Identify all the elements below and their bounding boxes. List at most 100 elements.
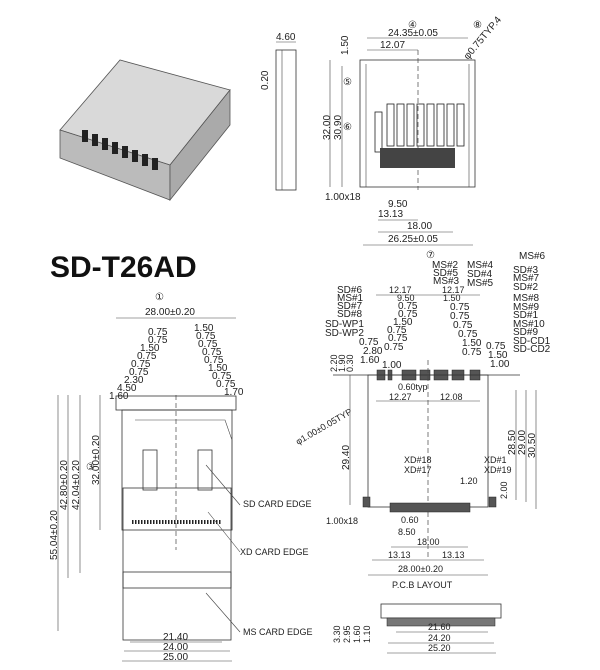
- top-1800-dim: 18.00: [407, 221, 432, 232]
- pin-label: MS#7: [513, 273, 540, 284]
- dim-29-00: 29.00: [517, 430, 528, 455]
- callout-6: ⑥: [343, 122, 352, 133]
- pin-dim: 0.75: [450, 311, 470, 322]
- dim-1-10: 1.10: [362, 625, 372, 643]
- pin-dim: 0.75: [216, 379, 236, 390]
- dim-13-13-right: 13.13: [442, 550, 465, 560]
- pcb-inner-dims-left: 0.75 0.75 1.50 0.75 0.75 0.75 0.75 2.80 …: [359, 301, 418, 371]
- dim-0-60typ: 0.60typ: [398, 382, 428, 392]
- dim-42-04: 42.04±0.20: [71, 460, 82, 510]
- pin-dim: 1.50: [140, 343, 160, 354]
- pin-label: SD#9: [513, 327, 538, 338]
- pin-dim: 2.30: [124, 375, 144, 386]
- dim-24-20: 24.20: [428, 633, 451, 643]
- pin-dim: 0.75: [458, 329, 478, 340]
- pin-label: MS#8: [513, 293, 540, 304]
- pin-dim: 1.50: [462, 338, 482, 349]
- hole-dim: φ1.00±0.05TYP: [294, 406, 354, 446]
- pin-label: SD#7: [337, 301, 362, 312]
- callout-7: ⑦: [426, 250, 435, 261]
- dim-right-12-17: 12.17: [442, 285, 465, 295]
- pin-label: SD#3: [513, 265, 538, 276]
- dim-1-90: 1.90: [337, 354, 347, 372]
- dim-13-13-left: 13.13: [388, 550, 411, 560]
- top-inner-dim: 30.90: [333, 115, 344, 140]
- pin-dim: 1.50: [208, 363, 228, 374]
- pin-dim: 1.00: [382, 360, 402, 371]
- dim-8-50: 8.50: [398, 527, 416, 537]
- pin-dim: 0.75: [202, 347, 222, 358]
- dim-3-30: 3.30: [332, 625, 342, 643]
- top-1313-dim: 13.13: [378, 209, 403, 220]
- front-pin-dims-right: 1.50 0.75 0.75 0.75 0.75 1.50 0.75 0.75 …: [194, 323, 244, 398]
- product-title: SD-T26AD: [50, 251, 197, 284]
- pin-label: MS#3: [433, 276, 460, 287]
- pcb-right-pin-labels: MS#6 SD#3 MS#7 SD#2 MS#8 MS#9 SD#1 MS#10…: [513, 251, 551, 355]
- dim-24: 24.00: [163, 642, 188, 653]
- dim-21-60: 21.60: [428, 622, 451, 632]
- xd-pads: [389, 502, 471, 513]
- dim-18-00: 18.00: [417, 537, 440, 547]
- front-pin-dims-left: 0.75 0.75 1.50 0.75 0.75 0.75 2.30 4.50 …: [109, 327, 168, 402]
- dim-55: 55.04±0.20: [49, 510, 60, 560]
- pin-dim: 0.75: [196, 331, 216, 342]
- callout-8: ⑧: [473, 20, 482, 31]
- dim-25: 25.00: [163, 652, 188, 663]
- front-width-dim: 28.00±0.20: [145, 307, 195, 318]
- pcb-layout-caption: P.C.B LAYOUT: [392, 580, 453, 590]
- pin-label: MS#1: [337, 293, 364, 304]
- callout-4: ④: [408, 20, 417, 31]
- top-view: ④ 24.35±0.05 12.07 ⑧ φ0.75TYP.4 1.50 ⑤ ⑥…: [322, 14, 504, 246]
- pcb-inner-dims-right: 0.75 0.75 0.75 0.75 1.50 0.75 0.75 1.50 …: [450, 302, 510, 370]
- pin-label: MS#9: [513, 302, 540, 313]
- pin-dim: 0.75: [384, 342, 404, 353]
- product-3d-image: [59, 59, 231, 202]
- pin-dim: 1.60: [109, 391, 129, 402]
- xd1-label: XD#1: [484, 455, 507, 465]
- callout-1: ①: [155, 292, 164, 303]
- ms-card-edge-label: MS CARD EDGE: [243, 627, 313, 637]
- pin-label: SD-WP1: [325, 319, 364, 330]
- dim-12-27: 12.27: [389, 392, 412, 402]
- pin-label: SD#4: [467, 269, 492, 280]
- pin-dim: 0.75: [486, 341, 506, 352]
- xd19-label: XD#19: [484, 465, 512, 475]
- top-offset-dim: 1.50: [340, 35, 351, 55]
- pin-dim: 0.75: [398, 309, 418, 320]
- pin-label: SD-CD1: [513, 336, 551, 347]
- side-view: 4.60 0.20: [260, 32, 297, 191]
- pin-dim: 0.75: [462, 347, 482, 358]
- pin-label: SD#8: [337, 309, 362, 320]
- callout-5: ⑤: [343, 77, 352, 88]
- top-width-dim: 24.35±0.05: [388, 28, 438, 39]
- pin-label: SD#1: [513, 310, 538, 321]
- pin-label: MS#10: [513, 319, 545, 330]
- pin-dim: 0.75: [212, 371, 232, 382]
- pcb-left-pin-labels: SD#6 MS#1 SD#7 SD#8 SD-WP1 SD-WP2: [325, 285, 364, 339]
- top-half-dim: 12.07: [380, 40, 405, 51]
- sd-card-edge-label: SD CARD EDGE: [243, 499, 312, 509]
- pin-label: SD#5: [433, 268, 458, 279]
- pin-dim: 0.75: [453, 320, 473, 331]
- pin-dim: 1.00: [490, 359, 510, 370]
- pin-dim: 0.75: [388, 333, 408, 344]
- pin-dim: 1.50: [488, 350, 508, 361]
- pin-dim: 0.75: [131, 359, 151, 370]
- dim-0-60: 0.60: [401, 515, 419, 525]
- hole-dim: φ0.75TYP.4: [462, 14, 504, 62]
- dim-9-50: 9.50: [397, 293, 415, 303]
- pin-dim: 0.75: [359, 337, 379, 348]
- pin-label: SD#6: [337, 285, 362, 296]
- dim-28-50: 28.50: [507, 430, 518, 455]
- side-width-dim: 4.60: [276, 32, 296, 43]
- xd17-label: XD#17: [404, 465, 432, 475]
- callout-3: ③: [86, 462, 95, 473]
- dim-0-30: 0.30: [345, 354, 355, 372]
- pin-dim: 1.50: [393, 317, 413, 328]
- pin-dim: 2.80: [363, 346, 383, 357]
- pin-dim: 0.75: [398, 301, 418, 312]
- front-view: ① 28.00±0.20 0.75 0.75 1.50 0.75 0.75 0.…: [49, 292, 313, 663]
- dim-29-40: 29.40: [341, 445, 352, 470]
